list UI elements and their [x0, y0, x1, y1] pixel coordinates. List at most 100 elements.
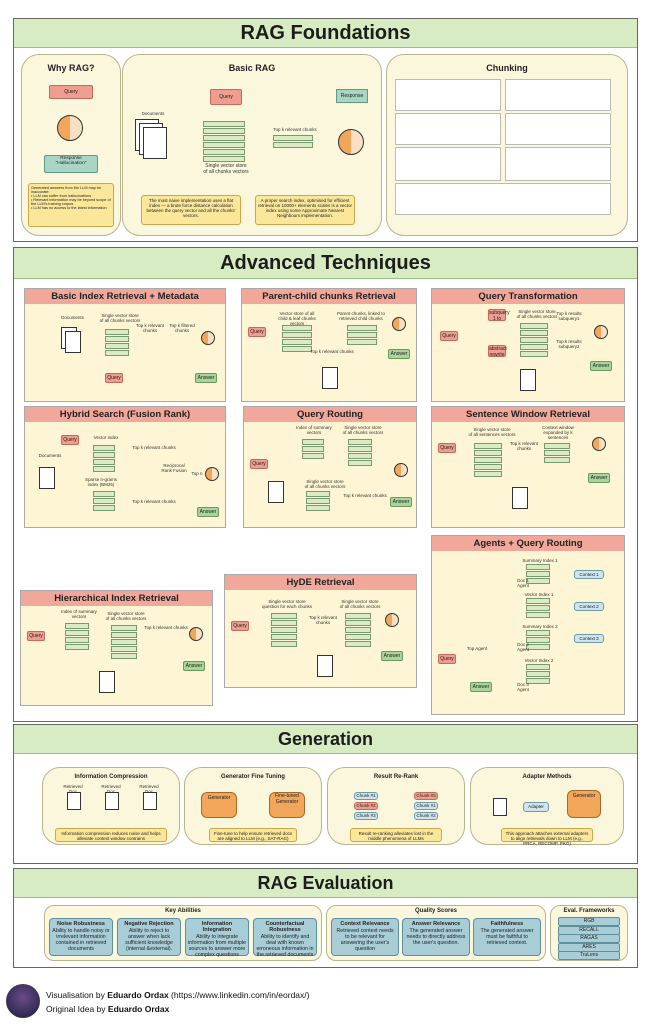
- llm-brain-icon: [394, 463, 408, 477]
- section-evaluation: RAG Evaluation Key Abilities Noise Robus…: [13, 868, 638, 968]
- framework-rgb: RGB: [558, 917, 620, 926]
- footer-author-link[interactable]: Eduardo Ordax: [107, 990, 169, 1000]
- vector-store: [520, 323, 548, 358]
- ability-desc: Ability to integrate information from mu…: [188, 934, 246, 958]
- query-transform-title: Query Transformation: [432, 289, 624, 304]
- answer-box: Answer: [381, 651, 403, 661]
- document-icon: [520, 369, 536, 391]
- document-icon: [493, 798, 507, 816]
- parent-label: Parent chunks, linked to retrieved child…: [336, 311, 386, 321]
- document-icon: [268, 481, 284, 503]
- footer-url[interactable]: (https://www.linkedin.com/in/eordax/): [168, 990, 310, 1000]
- documents-label: Documents: [61, 315, 84, 320]
- query-box: Query: [248, 327, 266, 337]
- abstract-rewrite-box: abstract rewrite: [488, 345, 507, 358]
- summary-label: Index of summary vectors: [296, 425, 332, 435]
- footer-prefix: Original Idea by: [46, 1004, 108, 1014]
- basic-rag-panel: Basic RAG Query Response Documents Singl…: [122, 54, 382, 236]
- why-rag-note: Generated answers from the LLM may be in…: [28, 183, 114, 227]
- score-name: Answer Relevance: [411, 921, 461, 927]
- response-box: Response: [336, 89, 368, 103]
- topn-label: Top n: [191, 471, 203, 476]
- results2-label: Top k results subquery2: [556, 339, 582, 349]
- parent-child-title: Parent-child chunks Retrieval: [242, 289, 416, 304]
- chunking-example: [505, 147, 611, 181]
- filtered-label: Top k filtered chunks: [169, 323, 195, 333]
- section-title-evaluation: RAG Evaluation: [14, 869, 637, 898]
- answer-box: Answer: [195, 373, 217, 383]
- summary-label: Index of summary vectors: [61, 609, 97, 619]
- store2-label: Single vector store of all chunks vector…: [304, 479, 346, 489]
- compression-title: Information Compression: [74, 774, 148, 780]
- section-generation: Generation Information Compression Retri…: [13, 724, 638, 864]
- summary-index-1-label: Summary Index 1: [522, 558, 558, 563]
- footer-original-idea: Original Idea by Eduardo Ordax: [46, 1004, 169, 1014]
- llm-brain-icon: [385, 613, 399, 627]
- adapter-panel: Adapter Methods Adapter Generator This a…: [470, 767, 624, 846]
- hierarchical-box: Hierarchical Index Retrieval Index of su…: [20, 590, 213, 706]
- score-desc: Retrieved context needs to be relevant f…: [336, 928, 394, 952]
- ability-name: Noise Robustness: [57, 921, 105, 927]
- topk-label: Top k relevant chunks: [343, 493, 387, 498]
- sparse-index: [93, 491, 115, 512]
- store1-label: Single vector store question for each ch…: [261, 599, 313, 609]
- hybrid-search-title: Hybrid Search (Fusion Rank): [25, 407, 225, 422]
- llm-brain-icon: [594, 325, 608, 339]
- context-1-chip: Context 1: [574, 570, 604, 579]
- store1-label: Single vector store of all chunks vector…: [342, 425, 384, 435]
- frameworks-title: Eval. Frameworks: [563, 908, 615, 914]
- summary-index: [65, 623, 89, 651]
- summary-index-1: [526, 564, 550, 585]
- topk-label: Top k relevant chunks: [144, 625, 188, 630]
- doc3-agent-label: Doc 3 Agent: [517, 682, 529, 692]
- flat-index-note: The most naive implementation uses a fla…: [141, 195, 241, 225]
- compression-panel: Information Compression Retrieved Doc Re…: [42, 767, 180, 845]
- score-name: Faithfulness: [490, 921, 524, 927]
- generator-box: Generator: [201, 792, 237, 818]
- query-routing-title: Query Routing: [244, 407, 416, 422]
- vector-store: [105, 329, 129, 357]
- topk-label: Top k relevant chunks: [308, 615, 337, 625]
- context-2-chip: Context 2: [574, 602, 604, 611]
- document-icon: [512, 487, 528, 509]
- ann-index-note: A proper search index, optimised for eff…: [255, 195, 355, 225]
- generator-box: Generator: [567, 790, 601, 818]
- chunking-example: [395, 147, 501, 181]
- ability-name: Counterfactual Robustness: [265, 921, 305, 933]
- vector-store: [345, 613, 371, 648]
- chunk-chip: Chunk #2: [414, 812, 438, 820]
- document-icon: [317, 655, 333, 677]
- vector-index-2: [526, 664, 550, 685]
- doc2-agent-label: Doc 2 Agent: [517, 642, 529, 652]
- ability-desc: Ability to handle noisy or irrelevant in…: [52, 928, 110, 952]
- query-box: Query: [440, 331, 458, 341]
- section-foundations: RAG Foundations Why RAG? Query Response …: [13, 18, 638, 242]
- answer-box: Answer: [388, 349, 410, 359]
- basic-index-box: Basic Index Retrieval + Metadata Documen…: [24, 288, 226, 402]
- ability-name: Information Integration: [201, 921, 233, 933]
- vector-store: [306, 491, 330, 512]
- basic-index-title: Basic Index Retrieval + Metadata: [25, 289, 225, 304]
- summary-index: [302, 439, 324, 460]
- chunk-chip: Chunk #3: [354, 812, 378, 820]
- query-box: Query: [27, 631, 45, 641]
- retrieved-doc-label: Retrieved Doc: [101, 784, 121, 794]
- vector-store: [111, 625, 137, 660]
- finetuned-generator-box: Fine-tuned Generator: [269, 792, 305, 818]
- key-abilities-title: Key Abilities: [165, 908, 201, 914]
- llm-brain-icon: [392, 317, 406, 331]
- response-hallucination-box: Response "Hallucination": [44, 155, 98, 173]
- documents-label: Documents: [141, 111, 165, 116]
- llm-brain-icon: [189, 627, 203, 641]
- topk-label: Top k relevant chunks: [135, 323, 164, 333]
- llm-brain-icon: [57, 115, 83, 141]
- section-advanced: Advanced Techniques Basic Index Retrieva…: [13, 247, 638, 722]
- query-routing-box: Query Routing Index of summary vectors S…: [243, 406, 417, 528]
- quality-scores-title: Quality Scores: [414, 908, 458, 914]
- sparse-label: Sparse n-grams index (BM25): [84, 477, 117, 487]
- document-icon: [67, 792, 81, 810]
